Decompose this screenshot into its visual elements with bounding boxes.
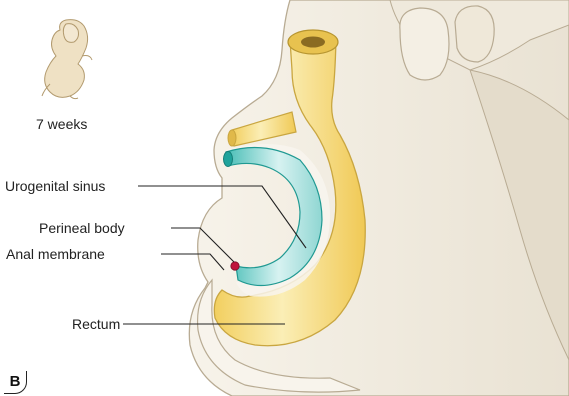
urogenital-sinus-label: Urogenital sinus — [5, 178, 105, 194]
age-label: 7 weeks — [36, 116, 87, 132]
rectum-label: Rectum — [72, 316, 120, 332]
tube-lumen — [301, 37, 325, 48]
sinus-opening — [224, 152, 233, 167]
limb-bud — [400, 8, 449, 80]
perineal-body-label: Perineal body — [39, 220, 125, 236]
anal-membrane-label: Anal membrane — [6, 246, 105, 262]
anal-membrane-marker — [231, 262, 239, 270]
limb-bud-2 — [455, 6, 494, 62]
embryo-7-weeks-icon — [42, 20, 92, 99]
allantois-opening — [228, 130, 236, 146]
